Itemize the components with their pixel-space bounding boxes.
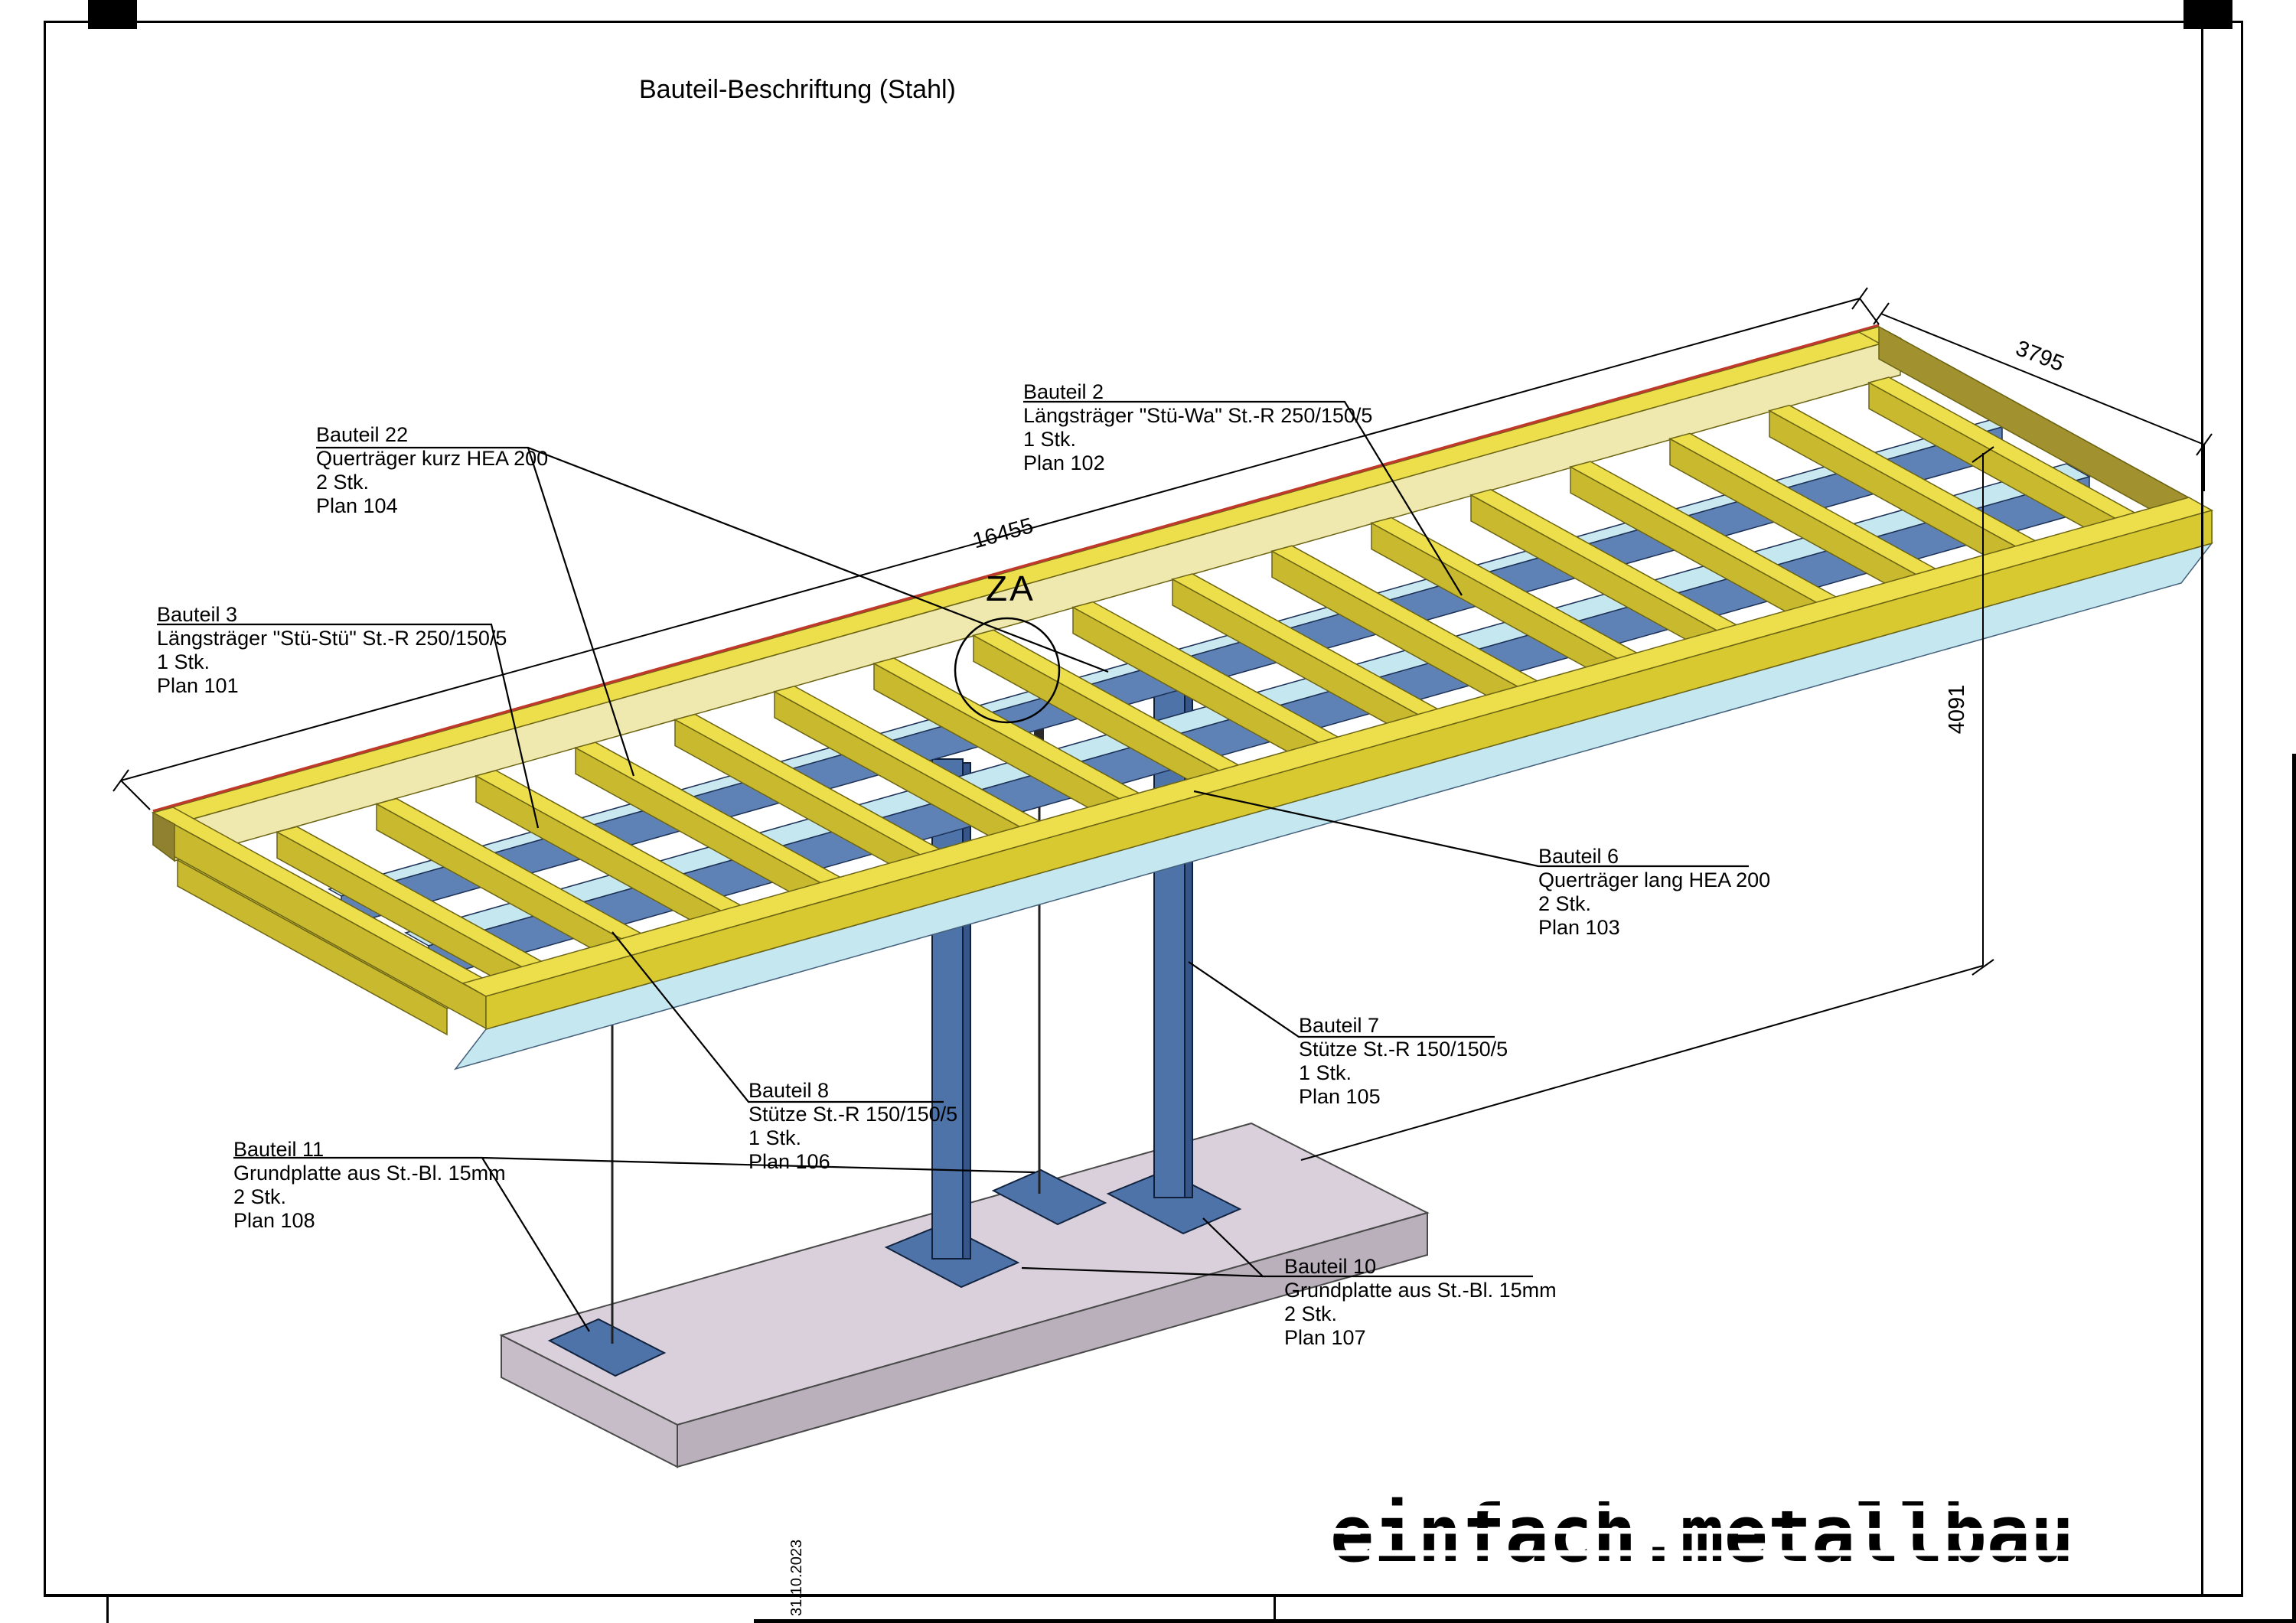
fold-mark-middle <box>1274 1595 1276 1623</box>
front-perimeter-beam <box>461 497 2213 1030</box>
leader-bauteil-3 <box>157 623 540 829</box>
part-qty: 2 Stk. <box>1284 1302 1338 1325</box>
part-plan: Plan 102 <box>1023 451 1105 474</box>
frame-border-left <box>44 21 46 1596</box>
part-label-bauteil-3: Bauteil 3 Längsträger "Stü-Stü" St.-R 25… <box>157 603 507 698</box>
part-title: Bauteil 11 <box>233 1138 325 1161</box>
part-label-bauteil-8: Bauteil 8 Stütze St.-R 150/150/5 1 Stk. … <box>748 1079 957 1174</box>
part-spec: Stütze St.-R 150/150/5 <box>748 1103 958 1126</box>
part-qty: 1 Stk. <box>157 650 210 673</box>
part-label-bauteil-7: Bauteil 7 Stütze St.-R 150/150/5 1 Stk. … <box>1299 1014 1508 1109</box>
part-label-bauteil-6: Bauteil 6 Querträger lang HEA 200 2 Stk.… <box>1538 845 1770 940</box>
part-title: Bauteil 8 <box>748 1079 830 1102</box>
part-qty: 1 Stk. <box>1023 428 1077 451</box>
frame-border-top <box>44 21 2243 23</box>
part-title: Bauteil 3 <box>157 603 238 626</box>
dim-length: 16455 <box>970 513 1035 553</box>
part-plan: Plan 108 <box>233 1209 315 1232</box>
part-qty: 2 Stk. <box>316 471 370 494</box>
corner-mark-top-left <box>88 0 137 29</box>
part-label-bauteil-22: Bauteil 22 Querträger kurz HEA 200 2 Stk… <box>316 423 548 518</box>
leader-bauteil-7 <box>1188 961 1495 1038</box>
part-label-bauteil-2: Bauteil 2 Längsträger "Stü-Wa" St.-R 250… <box>1023 380 1372 475</box>
part-plan: Plan 105 <box>1299 1085 1381 1108</box>
part-title: Bauteil 10 <box>1284 1255 1377 1278</box>
dim-height: 4091 <box>1945 685 1969 735</box>
part-plan: Plan 104 <box>316 494 398 517</box>
base-plate-hanging-mid <box>991 1168 1107 1226</box>
part-qty: 1 Stk. <box>1299 1061 1352 1084</box>
part-title: Bauteil 22 <box>316 423 409 446</box>
detail-marker-za: ZA <box>986 569 1035 608</box>
detail-circle-za <box>954 617 1061 724</box>
document-date: 31.10.2023 <box>788 1539 805 1616</box>
part-plan: Plan 106 <box>748 1150 830 1173</box>
cross-beams <box>176 376 2160 1036</box>
part-spec: Längsträger "Stü-Wa" St.-R 250/150/5 <box>1023 404 1373 427</box>
leader-bauteil-11 <box>233 1156 1035 1332</box>
leader-bauteil-6 <box>1193 790 1749 868</box>
sheet-edge-bottom <box>754 1619 2296 1623</box>
leader-bauteil-2 <box>1023 400 1463 596</box>
page-title: Bauteil-Beschriftung (Stahl) <box>639 75 956 104</box>
roof-edge-red-line <box>152 324 1880 813</box>
part-plan: Plan 107 <box>1284 1326 1366 1349</box>
leader-bauteil-10 <box>1021 1217 1533 1278</box>
part-title: Bauteil 7 <box>1299 1014 1380 1037</box>
part-spec: Stütze St.-R 150/150/5 <box>1299 1038 1508 1061</box>
part-qty: 1 Stk. <box>748 1126 802 1149</box>
part-qty: 2 Stk. <box>233 1185 287 1208</box>
fold-mark-left <box>106 1595 109 1623</box>
corner-mark-top-right <box>2183 0 2232 29</box>
part-spec: Grundplatte aus St.-Bl. 15mm <box>233 1162 506 1185</box>
company-logo: einfach.metallbau <box>1330 1489 2075 1580</box>
dimension-lines <box>113 287 2213 1161</box>
part-plan: Plan 103 <box>1538 916 1620 939</box>
sheet-edge-right <box>2292 754 2296 1623</box>
part-title: Bauteil 2 <box>1023 380 1104 403</box>
leader-bauteil-22 <box>316 446 1109 777</box>
part-qty: 2 Stk. <box>1538 892 1592 915</box>
part-title: Bauteil 6 <box>1538 845 1619 868</box>
frame-border-right-inner <box>2201 21 2203 1597</box>
part-spec: Längsträger "Stü-Stü" St.-R 250/150/5 <box>157 627 507 650</box>
part-label-bauteil-10: Bauteil 10 Grundplatte aus St.-Bl. 15mm … <box>1284 1255 1557 1350</box>
part-spec: Grundplatte aus St.-Bl. 15mm <box>1284 1279 1557 1302</box>
part-plan: Plan 101 <box>157 674 239 697</box>
base-plate-right-column <box>1106 1169 1242 1235</box>
part-label-bauteil-11: Bauteil 11 Grundplatte aus St.-Bl. 15mm … <box>233 1138 506 1233</box>
left-end-beam <box>152 807 507 1030</box>
part-spec: Querträger kurz HEA 200 <box>316 447 549 470</box>
frame-border-bottom <box>44 1594 2243 1597</box>
frame-border-right-outer <box>2241 21 2243 1597</box>
leader-lines <box>157 400 1749 1332</box>
base-plate-hanging-left <box>547 1318 667 1377</box>
part-spec: Querträger lang HEA 200 <box>1538 869 1771 891</box>
leader-bauteil-8 <box>612 931 944 1103</box>
